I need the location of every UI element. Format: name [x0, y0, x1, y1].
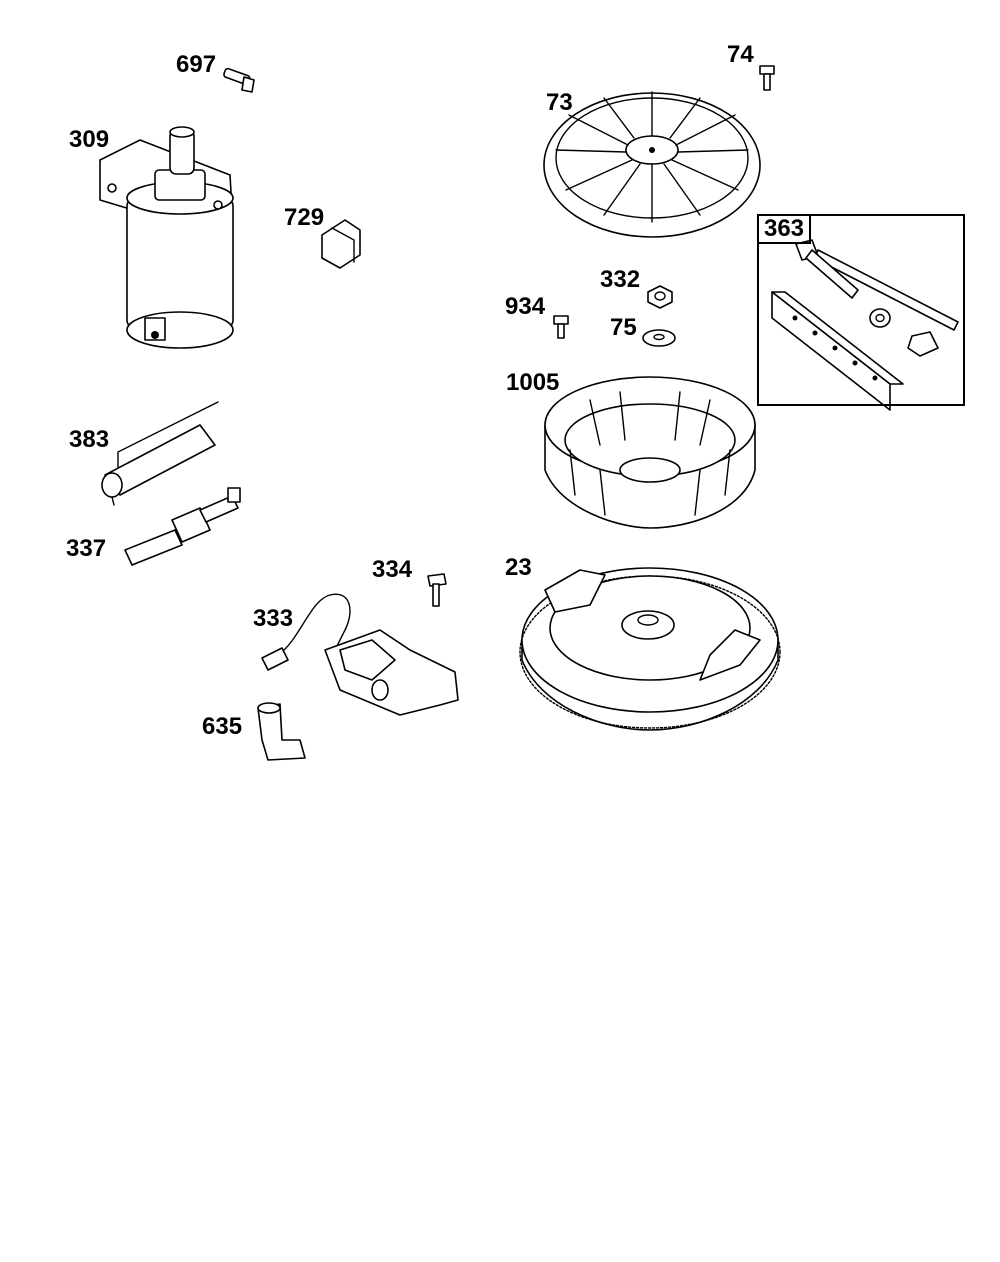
part-697-screw — [223, 67, 255, 93]
callout-73: 73 — [546, 89, 573, 116]
callout-1005: 1005 — [506, 369, 560, 396]
callout-74: 74 — [727, 41, 754, 68]
callout-337: 337 — [66, 535, 107, 562]
part-1005-fan — [544, 376, 756, 529]
callout-23: 23 — [505, 554, 532, 581]
part-73-screen — [543, 91, 761, 238]
part-334-screw — [427, 573, 447, 607]
part-74-screw — [759, 65, 775, 91]
callout-729: 729 — [284, 204, 325, 231]
callout-332: 332 — [600, 266, 641, 293]
callout-363: 363 — [757, 214, 811, 244]
part-23-flywheel — [519, 567, 781, 731]
part-383-spark-tester — [101, 401, 219, 506]
callout-334: 334 — [372, 556, 413, 583]
part-332-nut — [647, 285, 673, 309]
callout-934: 934 — [505, 293, 546, 320]
callout-333: 333 — [253, 605, 294, 632]
part-75-washer — [642, 329, 676, 347]
callout-635: 635 — [202, 713, 243, 740]
callout-309: 309 — [69, 126, 110, 153]
part-729-clip — [321, 219, 361, 269]
callout-697: 697 — [176, 51, 217, 78]
part-635-boot — [257, 702, 306, 761]
part-333-armature — [261, 593, 459, 716]
part-337-spark-plug — [124, 487, 241, 566]
callout-75: 75 — [610, 314, 637, 341]
kit-363-box — [757, 214, 965, 406]
part-363-kit-contents — [771, 239, 959, 411]
part-309-starter-motor — [99, 126, 234, 349]
part-934-screw — [553, 315, 569, 339]
callout-383: 383 — [69, 426, 110, 453]
